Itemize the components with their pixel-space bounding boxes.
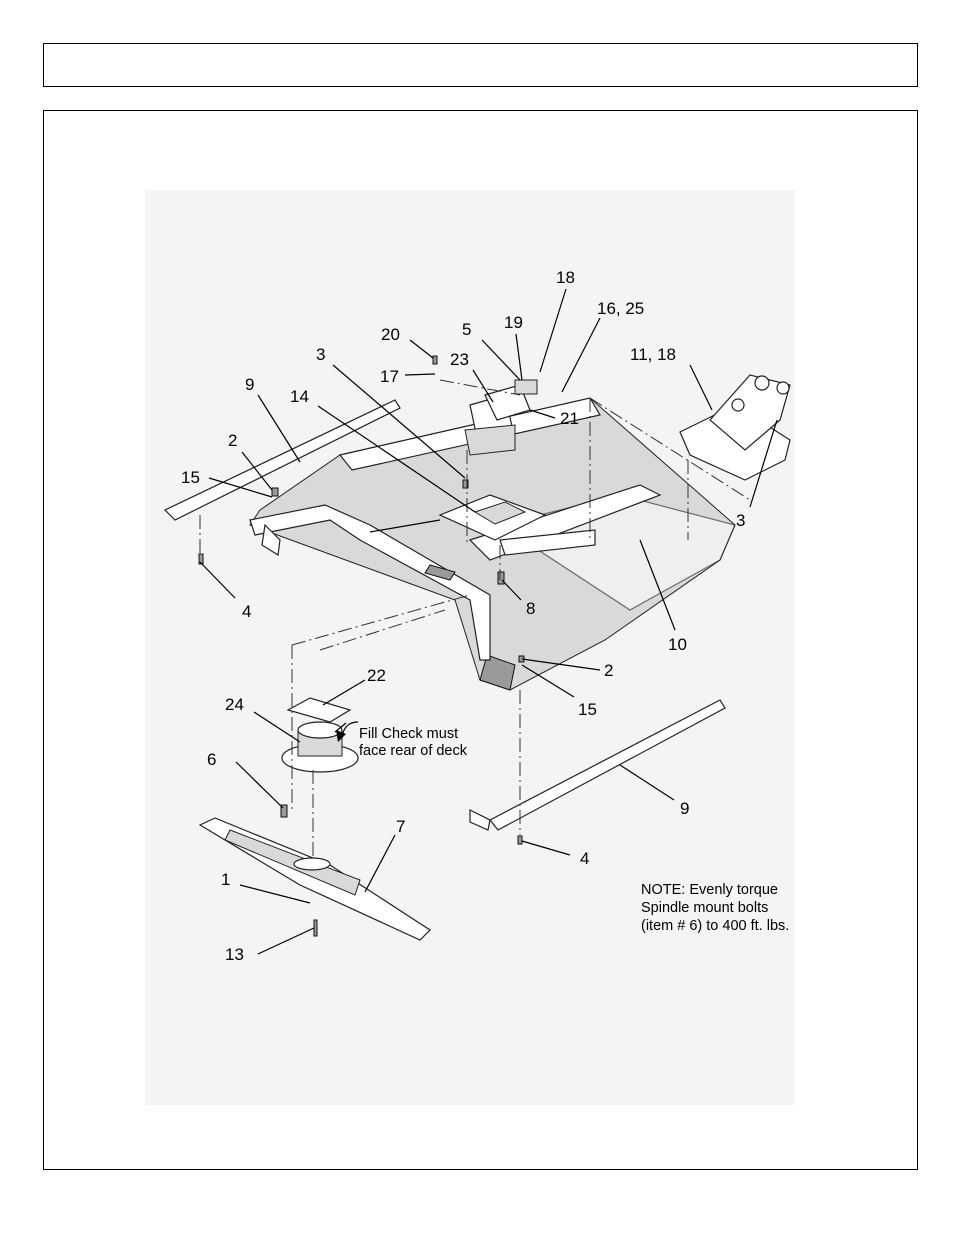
- skid-right: [489, 699, 726, 831]
- callout-18-top: 18: [556, 268, 575, 287]
- spindle-plate: [286, 697, 352, 723]
- diagram-frame: [43, 110, 918, 1170]
- callout-13: 13: [225, 945, 244, 964]
- fastener-6: [280, 804, 288, 818]
- spindle-assembly: [281, 697, 359, 773]
- hitch-hole-1: [754, 375, 770, 391]
- callout-16-25: 16, 25: [597, 299, 644, 318]
- fastener-8: [497, 571, 505, 585]
- fastener-2-left: [271, 487, 279, 497]
- fastener-3-left: [462, 479, 469, 489]
- callout-20: 20: [381, 325, 400, 344]
- blade-hub: [293, 857, 331, 871]
- callout-19: 19: [504, 313, 523, 332]
- callout-7: 7: [396, 817, 405, 836]
- gearbox-input-hub: [514, 379, 538, 395]
- notes: Fill Check must face rear of deck NOTE: …: [359, 726, 789, 934]
- callout-17: 17: [380, 367, 399, 386]
- phantom-lines: [199, 379, 751, 860]
- torque-note-line2: Spindle mount bolts: [641, 900, 768, 916]
- deck-corner: [479, 654, 516, 691]
- frame-tube-left: [249, 504, 491, 661]
- fastener-4-right: [517, 835, 523, 845]
- center-brace: [499, 529, 596, 556]
- callout-4-left: 4: [242, 602, 251, 621]
- spindle-top: [297, 721, 343, 739]
- hitch-bracket: [679, 374, 791, 481]
- callout-3-right: 3: [736, 511, 745, 530]
- blade-assembly: [198, 817, 431, 941]
- fastener-20: [432, 355, 438, 365]
- callout-2-left: 2: [228, 431, 237, 450]
- callout-23: 23: [450, 350, 469, 369]
- callout-4-right: 4: [580, 849, 589, 868]
- fill-check-arrowhead: [336, 730, 346, 742]
- callout-21: 21: [560, 409, 579, 428]
- fill-check-note-line2: face rear of deck: [359, 743, 468, 759]
- gearbox-base: [464, 424, 516, 456]
- callout-6: 6: [207, 750, 216, 769]
- header-box: [43, 43, 918, 87]
- callout-2-right: 2: [604, 661, 613, 680]
- callout-15-right: 15: [578, 700, 597, 719]
- torque-note-line1: NOTE: Evenly torque: [641, 882, 778, 898]
- callout-9-right: 9: [680, 799, 689, 818]
- deck-bracket: [424, 564, 456, 581]
- callout-24: 24: [225, 695, 244, 714]
- fill-check-note-line1: Fill Check must: [359, 726, 458, 742]
- skid-right-end: [469, 809, 491, 831]
- callout-8: 8: [526, 599, 535, 618]
- callout-11-18: 11, 18: [630, 345, 676, 364]
- fastener-4-left: [198, 553, 204, 565]
- fastener-13: [313, 919, 318, 937]
- callout-22: 22: [367, 666, 386, 685]
- callout-1: 1: [221, 870, 230, 889]
- callout-15-left: 15: [181, 468, 200, 487]
- leader-lines: [199, 288, 778, 955]
- frame-end-left: [261, 523, 281, 557]
- hitch-hole-3: [731, 398, 745, 412]
- hitch-ears: [709, 374, 791, 451]
- callout-10: 10: [668, 635, 687, 654]
- skid-left: [163, 399, 401, 521]
- torque-note-line3: (item # 6) to 400 ft. lbs.: [641, 918, 789, 934]
- callout-3-left: 3: [316, 345, 325, 364]
- callout-labels: 18 16, 25 19 5 20 23 17 3 11, 18 9 14 21…: [181, 268, 745, 964]
- callout-5: 5: [462, 320, 471, 339]
- gearbox-plate-hole: [473, 501, 527, 525]
- callout-9-left: 9: [245, 375, 254, 394]
- mower-deck: [249, 397, 736, 691]
- hitch-hole-2: [776, 381, 790, 395]
- gearbox: [464, 379, 538, 456]
- callout-14: 14: [290, 387, 309, 406]
